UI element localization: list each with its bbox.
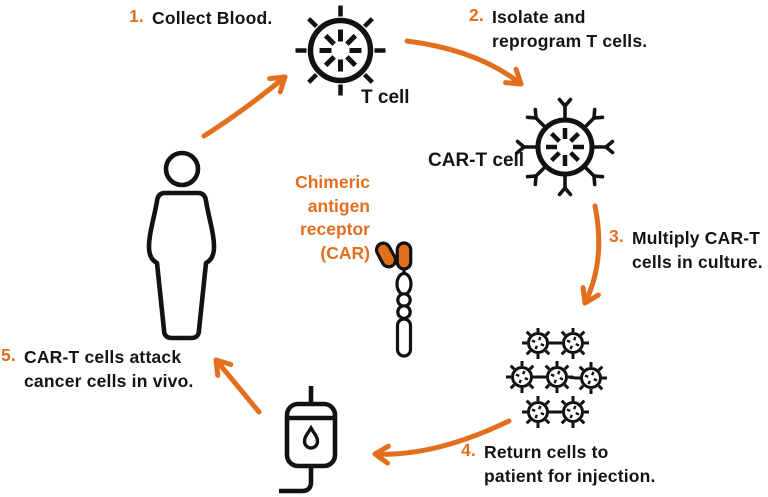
- arrow-tcell-to-cartcell: [404, 38, 524, 87]
- step-1: 1. Collect Blood.: [129, 6, 272, 30]
- car-caption: Chimeric antigen receptor (CAR): [238, 171, 370, 265]
- car-t-cell-icon: [515, 97, 615, 197]
- arrow-cluster-to-ivbag: [372, 418, 512, 466]
- iv-bag-icon: [279, 386, 338, 494]
- car-caption-line-4: (CAR): [320, 242, 370, 263]
- step-5-line-1: CAR-T cells attack: [24, 347, 182, 367]
- step-4: 4. Return cells to patient for injection…: [461, 440, 656, 488]
- step-5-line-2: cancer cells in vivo.: [24, 371, 194, 391]
- t-cell-label: T cell: [361, 87, 410, 108]
- step-2-line-2: reprogram T cells.: [492, 31, 648, 51]
- step-3: 3. Multiply CAR-T cells in culture.: [609, 226, 763, 274]
- step-1-line-1: Collect Blood.: [152, 8, 273, 28]
- step-5: 5. CAR-T cells attack cancer cells in vi…: [1, 345, 194, 393]
- step-2-line-1: Isolate and: [492, 7, 586, 27]
- step-3-number: 3.: [609, 226, 624, 246]
- car-receptor-icon: [374, 241, 413, 358]
- car-caption-line-3: receptor: [299, 219, 370, 239]
- t-cell-icon: [295, 5, 386, 96]
- step-2-number: 2.: [469, 5, 484, 25]
- step-3-line-1: Multiply CAR-T: [632, 228, 761, 248]
- cell-cluster-icon: [504, 328, 609, 430]
- arrow-cartcell-to-cluster: [580, 203, 602, 306]
- step-4-line-1: Return cells to: [484, 442, 609, 462]
- car-t-cell-label: CAR-T cell: [428, 150, 525, 171]
- car-caption-line-1: Chimeric: [295, 172, 370, 192]
- step-3-line-2: cells in culture.: [632, 252, 763, 272]
- arrow-person-to-tcell: [201, 74, 288, 139]
- step-1-text: Collect Blood.: [152, 6, 272, 30]
- step-5-number: 5.: [1, 345, 16, 365]
- step-3-text: Multiply CAR-T cells in culture.: [632, 226, 763, 274]
- step-1-number: 1.: [129, 6, 144, 26]
- arrow-ivbag-to-person: [213, 357, 262, 415]
- step-4-text: Return cells to patient for injection.: [484, 440, 656, 488]
- step-4-number: 4.: [461, 440, 476, 460]
- step-4-line-2: patient for injection.: [484, 466, 656, 486]
- step-5-text: CAR-T cells attack cancer cells in vivo.: [24, 345, 194, 393]
- car-caption-line-2: antigen: [307, 195, 370, 216]
- person-icon: [146, 150, 217, 341]
- step-2-text: Isolate and reprogram T cells.: [492, 5, 647, 53]
- step-2: 2. Isolate and reprogram T cells.: [469, 5, 647, 53]
